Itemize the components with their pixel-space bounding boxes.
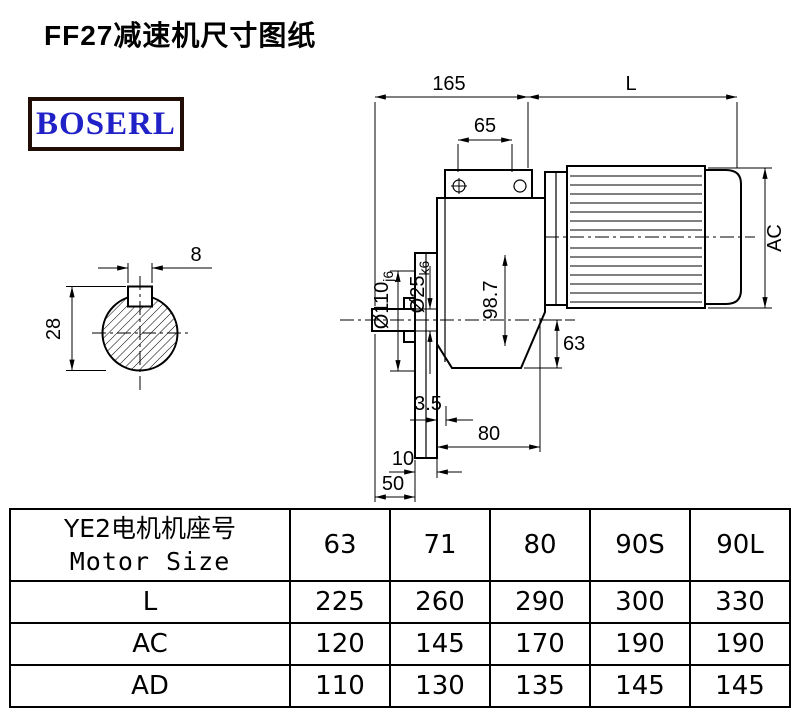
dim-label-shaft-diameter: Ø25k6 [407, 260, 432, 313]
dim-label-63: 63 [563, 333, 585, 355]
row-label-ad: AD [9, 664, 291, 708]
table-cell: 130 [389, 664, 491, 708]
shaft-section-view: 8 28 [43, 244, 212, 390]
dim-label-center-distance: 98.7 [480, 281, 502, 320]
table-cell: 135 [489, 664, 591, 708]
table-cell: 170 [489, 622, 591, 666]
boserl-logo: BOSERL [28, 97, 184, 151]
bolt-hole-icon [513, 179, 527, 193]
housing-top-step [444, 169, 533, 199]
dim-label-flange-spigot: Ø110j6 [371, 271, 396, 330]
dim-label-key-height: 28 [43, 318, 65, 340]
table-cell: 290 [489, 580, 591, 624]
table-row-ad: AD 110 130 135 145 145 [9, 664, 791, 708]
table-cell: 190 [689, 622, 791, 666]
row-label-l: L [9, 580, 291, 624]
reducer-side-view [340, 165, 755, 459]
motor-cooling-fins [570, 175, 702, 303]
dim-label-80: 80 [478, 423, 500, 445]
dim-shaft-diameter-value: Ø25 [407, 275, 429, 313]
header-frame-63: 63 [289, 508, 391, 582]
table-cell: 145 [389, 622, 491, 666]
dim-key-height: 28 [43, 286, 126, 371]
table-cell: 225 [289, 580, 391, 624]
dim-keyway-width: 8 [98, 244, 212, 283]
dimensions: 165 L 65 AC Ø110j6 Ø25k6 98.7 63 [371, 73, 786, 502]
table-row-l: L 225 260 290 300 330 [9, 580, 791, 624]
dim-flange-spigot-value: Ø110 [371, 282, 393, 329]
motor-body [566, 165, 706, 309]
table-row-ac: AC 120 145 170 190 190 [9, 622, 791, 666]
dim-label-10: 10 [392, 448, 414, 470]
header-motor-size-en: Motor Size [69, 547, 231, 576]
dim-label-165: 165 [432, 73, 465, 95]
boserl-logo-text: BOSERL [36, 105, 176, 142]
table-cell: 145 [689, 664, 791, 708]
header-frame-90l: 90L [689, 508, 791, 582]
table-cell: 330 [689, 580, 791, 624]
row-label-ac: AC [9, 622, 291, 666]
dim-label-motor-length: L [625, 73, 636, 95]
dim-label-ac: AC [764, 224, 786, 252]
table-cell: 300 [589, 580, 691, 624]
dim-shaft-diameter-tol: k6 [416, 260, 432, 275]
header-motor-size: YE2电机机座号 Motor Size [9, 508, 291, 582]
table-cell: 145 [589, 664, 691, 708]
dim-label-keyway-width: 8 [190, 244, 201, 266]
dim-flange-spigot-tol: j6 [380, 271, 396, 283]
spec-table: YE2电机机座号 Motor Size 63 71 80 90S 90L L 2… [9, 508, 791, 708]
page-title: FF27减速机尺寸图纸 [44, 20, 317, 51]
table-cell: 120 [289, 622, 391, 666]
header-frame-71: 71 [389, 508, 491, 582]
header-motor-size-cn: YE2电机机座号 [64, 514, 236, 543]
dim-label-65: 65 [474, 115, 496, 137]
header-frame-80: 80 [489, 508, 591, 582]
dimension-drawing: 8 28 [43, 73, 786, 502]
dim-label-50: 50 [382, 473, 404, 495]
table-cell: 260 [389, 580, 491, 624]
dim-label-gap: 3.5 [414, 393, 442, 415]
header-frame-90s: 90S [589, 508, 691, 582]
table-cell: 110 [289, 664, 391, 708]
table-header-row: YE2电机机座号 Motor Size 63 71 80 90S 90L [9, 508, 791, 582]
table-cell: 190 [589, 622, 691, 666]
